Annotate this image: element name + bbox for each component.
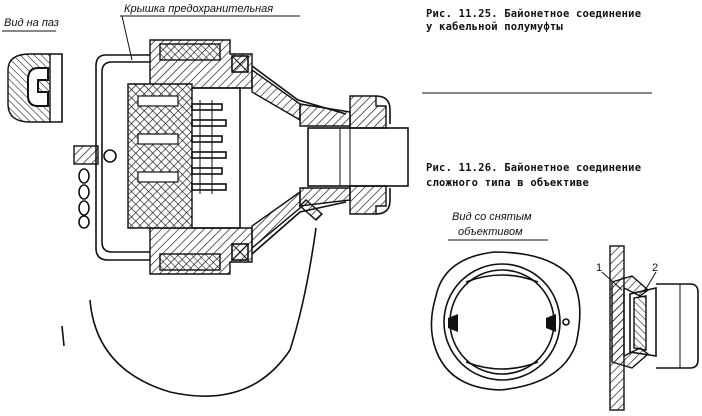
inner-body xyxy=(192,87,241,229)
complex-bayonet-section: 1 2 xyxy=(596,245,699,411)
lens-barrel xyxy=(656,283,699,369)
index-mark xyxy=(562,318,570,326)
label-vid-line1: Вид со снятым xyxy=(452,211,532,223)
outer-nut-top xyxy=(349,95,387,129)
chain-link-4 xyxy=(78,215,90,229)
bayonet-ring-2 xyxy=(629,286,657,357)
cable-nozzle xyxy=(307,127,409,187)
outer-nut-bottom xyxy=(349,185,387,215)
callout-2: 2 xyxy=(652,262,658,274)
cone-top-wall xyxy=(251,68,301,122)
contact-cavity-1 xyxy=(137,95,179,107)
pin-head xyxy=(103,149,117,163)
contact-cavity-2 xyxy=(137,133,179,145)
cover-pin xyxy=(73,145,99,165)
slot-view-edge xyxy=(50,53,63,123)
caption-11-26-line2: сложного типа в объективе xyxy=(426,177,589,189)
gland-top xyxy=(299,103,351,127)
chain-link-1 xyxy=(78,168,90,184)
top-flange-ring xyxy=(159,43,221,61)
bottom-seal-box xyxy=(231,243,249,261)
bottom-flange-ring xyxy=(159,253,221,271)
lug-right xyxy=(546,314,556,332)
bayonet-ring-1 xyxy=(611,275,650,369)
caption-11-25-line2: у кабельной полумуфты xyxy=(426,21,563,33)
contact-cavity-3 xyxy=(137,171,179,183)
chain-link-2 xyxy=(78,184,90,200)
chain-link-3 xyxy=(78,200,90,216)
mount-outer-contour xyxy=(430,251,581,391)
retaining-cord xyxy=(89,227,317,397)
caption-11-26-line1: Рис. 11.26. Байонетное соединение xyxy=(426,162,641,174)
label-vid-line2: объективом xyxy=(458,226,523,238)
view-on-slot: Вид на паз xyxy=(2,17,63,123)
protective-cover-inner xyxy=(101,61,150,253)
bayonet-lug-top xyxy=(465,274,539,283)
cone-bottom-outer xyxy=(251,201,347,255)
cable-coupling-section: Крышка предохранительная xyxy=(61,3,409,397)
label-vid-na-paz: Вид на паз xyxy=(4,17,59,29)
bayonet-lug-bottom xyxy=(465,361,539,370)
cone-bottom-wall xyxy=(251,190,301,250)
callout-1: 1 xyxy=(596,262,602,274)
top-seal-box xyxy=(231,55,249,73)
label-kryshka: Крышка предохранительная xyxy=(124,3,273,15)
mount-ring-outer xyxy=(443,263,561,381)
view-lens-removed: Вид со снятым объективом xyxy=(430,211,581,391)
mount-ring-inner xyxy=(449,269,555,375)
slot-groove xyxy=(27,67,49,107)
lug-left xyxy=(448,314,458,332)
cone-screw xyxy=(298,199,324,221)
ring-2-thread xyxy=(633,295,647,351)
contact-pins xyxy=(191,100,227,194)
captions: Рис. 11.25. Байонетное соединение у кабе… xyxy=(422,8,652,189)
label-kryshka-leader xyxy=(121,15,133,61)
caption-11-25-line1: Рис. 11.25. Байонетное соединение xyxy=(426,8,641,20)
